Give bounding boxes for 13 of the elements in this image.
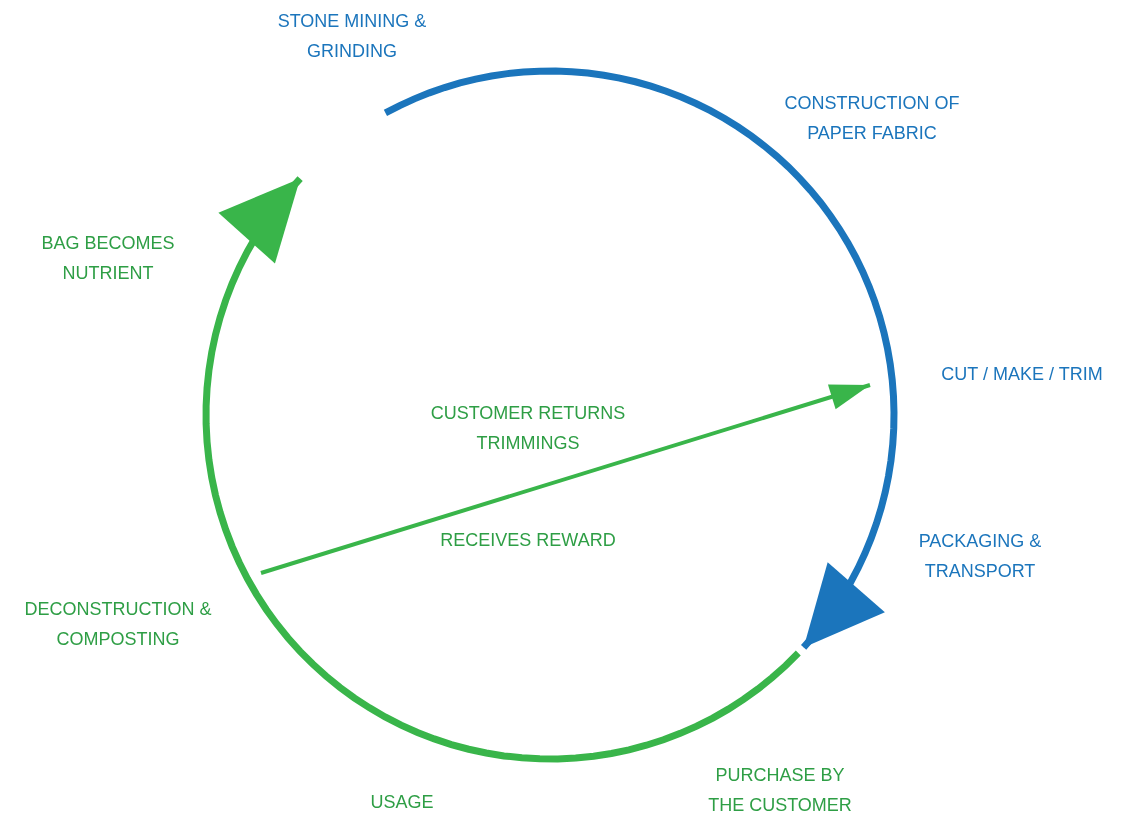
stage-label: STONE MINING & GRINDING (252, 6, 452, 66)
stage-label: USAGE (352, 787, 452, 817)
stage-label: CONSTRUCTION OF PAPER FABRIC (757, 88, 987, 148)
note-label: RECEIVES REWARD (439, 529, 617, 552)
stage-label: DECONSTRUCTION & COMPOSTING (0, 594, 236, 654)
cycle-arrow (202, 176, 801, 763)
stage-label: CUT / MAKE / TRIM (907, 359, 1131, 389)
stage-label: BAG BECOMES NUTRIENT (20, 228, 196, 288)
edge-label: CUSTOMER RETURNS TRIMMINGS (429, 402, 627, 455)
stage-label: PURCHASE BY THE CUSTOMER (700, 760, 860, 819)
stage-label: PACKAGING & TRANSPORT (890, 526, 1070, 586)
arrow (260, 383, 871, 575)
cycle-arrow (383, 67, 898, 650)
